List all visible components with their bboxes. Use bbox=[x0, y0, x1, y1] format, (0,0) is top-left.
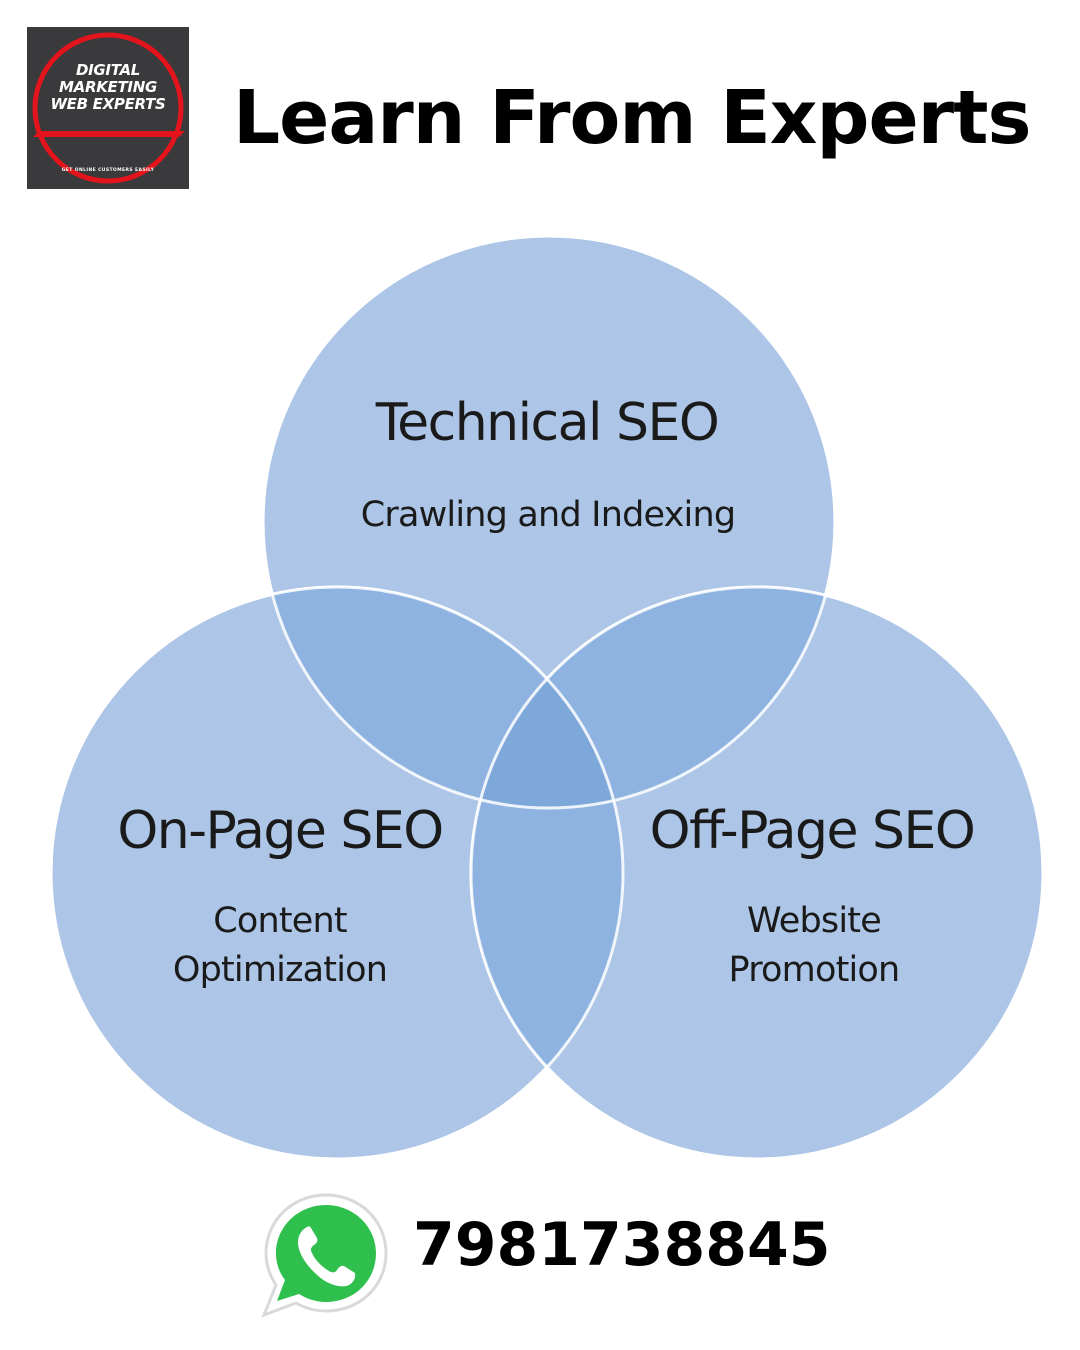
on-page-seo-subtitle-line-1: Content bbox=[213, 901, 347, 941]
off-page-seo-subtitle-line-1: Website bbox=[747, 901, 881, 941]
technical-seo-subtitle: Crawling and Indexing bbox=[361, 495, 736, 535]
logo-text-line-1: DIGITAL bbox=[75, 61, 141, 79]
phone-number[interactable]: 7981738845 bbox=[413, 1210, 831, 1280]
on-page-seo-title: On-Page SEO bbox=[117, 801, 442, 861]
circle-outline-right bbox=[469, 585, 1045, 1161]
logo-text-line-2: MARKETING bbox=[59, 78, 157, 96]
whatsapp-icon[interactable] bbox=[258, 1187, 394, 1323]
off-page-seo-subtitle-line-2: Promotion bbox=[729, 950, 900, 990]
logo-tagline: GET ONLINE CUSTOMERS EASILY bbox=[61, 168, 155, 173]
circle-outline-top bbox=[261, 234, 837, 810]
circle-outline-left bbox=[49, 585, 625, 1161]
on-page-seo-subtitle-line-2: Optimization bbox=[173, 950, 387, 990]
technical-seo-title: Technical SEO bbox=[375, 393, 719, 453]
logo-ring bbox=[32, 32, 185, 184]
logo-text-line-3: WEB EXPERTS bbox=[50, 95, 166, 113]
off-page-seo-title: Off-Page SEO bbox=[650, 801, 975, 861]
overlap-technical-onpage bbox=[263, 587, 623, 808]
brand-logo: DIGITAL MARKETING WEB EXPERTS GET ONLINE… bbox=[27, 27, 189, 189]
overlap-technical-offpage bbox=[471, 587, 835, 808]
page-title: Learn From Experts bbox=[233, 75, 1032, 161]
